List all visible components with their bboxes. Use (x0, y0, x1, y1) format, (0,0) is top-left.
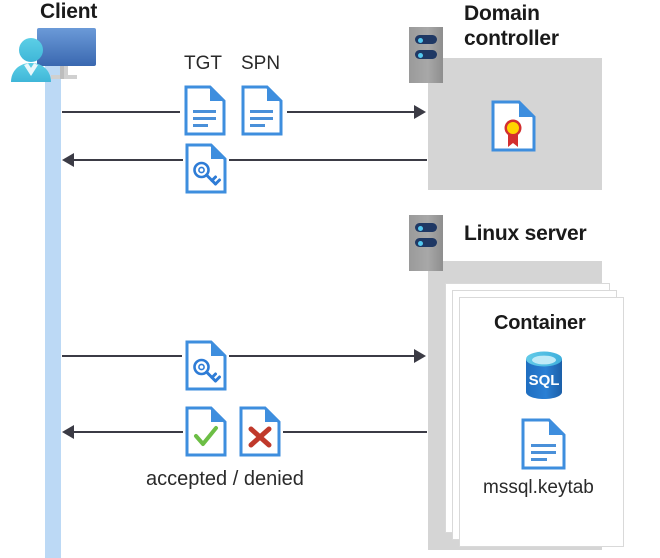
flow-line-client-to-linux-left (62, 355, 182, 357)
ticket-key-document-icon-1 (185, 143, 227, 194)
flow-line-linux-to-client-right (283, 431, 427, 433)
flow-line-linux-to-client-left (73, 431, 183, 433)
domain-controller-server-rack-icon (409, 27, 443, 83)
tgt-document-icon (184, 85, 226, 136)
keytab-document-icon (521, 418, 566, 470)
flow-arrowhead-linux-to-client (62, 425, 74, 439)
ticket-key-document-icon-2 (185, 340, 227, 391)
client-title: Client (40, 0, 98, 23)
certificate-document-icon (491, 100, 536, 152)
flow-line-client-to-dc-left (62, 111, 180, 113)
denied-document-icon (239, 406, 281, 457)
accepted-denied-label: accepted / denied (146, 468, 304, 490)
domain-controller-title-line1: Domain (464, 2, 540, 25)
flow-line-dc-to-client-left (73, 159, 183, 161)
spn-document-icon (241, 85, 283, 136)
container-title: Container (494, 312, 586, 334)
svg-text:SQL: SQL (529, 372, 560, 389)
flow-line-dc-to-client-right (229, 159, 427, 161)
flow-arrowhead-client-to-dc (414, 105, 426, 119)
linux-server-title: Linux server (464, 222, 587, 245)
flow-arrowhead-dc-to-client (62, 153, 74, 167)
linux-server-rack-icon (409, 215, 443, 271)
domain-controller-title-line2: controller (464, 27, 559, 50)
flow-line-client-to-dc-right (287, 111, 416, 113)
spn-label: SPN (241, 53, 281, 74)
accepted-document-icon (185, 406, 227, 457)
client-lifeline (45, 60, 61, 558)
client-icon (8, 22, 104, 84)
tgt-label: TGT (184, 53, 222, 74)
flow-line-client-to-linux-right (229, 355, 416, 357)
keytab-label: mssql.keytab (483, 477, 594, 498)
flow-arrowhead-client-to-linux (414, 349, 426, 363)
sql-database-icon: SQL (521, 349, 567, 401)
